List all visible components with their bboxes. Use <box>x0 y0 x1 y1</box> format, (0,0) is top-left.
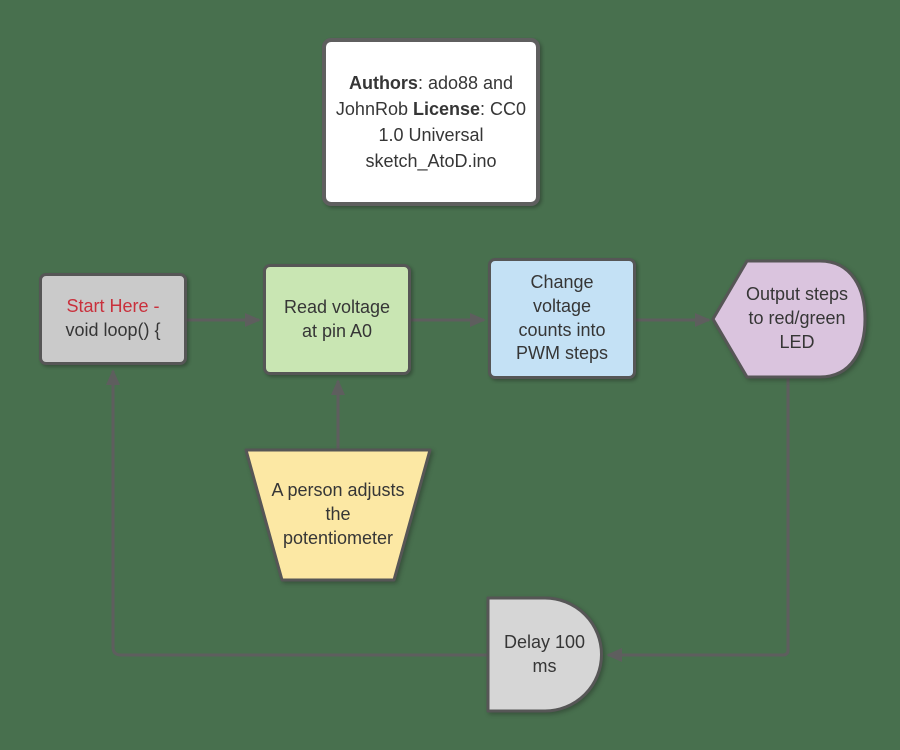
person-adjusts-trapezoid-shape <box>244 448 432 582</box>
start-node: Start Here - void loop() { <box>39 273 187 365</box>
delay-label-line: ms <box>532 655 557 676</box>
change-counts-label-line: counts into <box>518 319 606 340</box>
read-voltage-label-line: Read voltage <box>283 296 391 317</box>
authors-label: Authors <box>348 72 418 93</box>
credits-card: Authors: ado88 and JohnRob License: CC0 … <box>322 38 540 206</box>
credits-text: Authors: ado88 and JohnRob License: CC0 … <box>333 70 529 174</box>
change-counts-label-line: voltage <box>532 295 592 316</box>
read-voltage-node: Read voltage at pin A0 <box>263 264 411 375</box>
delay-shape <box>486 596 603 713</box>
person-adjusts-label-line: potentiometer <box>282 527 394 548</box>
change-counts-label-line: PWM steps <box>515 343 608 364</box>
edge-output-led-to-delay <box>606 377 790 662</box>
output-led-node-label: Output steps to red/green LED <box>713 261 865 377</box>
license-value: : CC0 1.0 Universal <box>378 98 527 145</box>
start-node-title: Start Here - <box>66 296 160 317</box>
read-voltage-label-line: at pin A0 <box>301 320 373 341</box>
delay-node-label: Delay 100 ms <box>488 598 601 711</box>
output-led-label-line: LED <box>779 331 815 352</box>
license-label: License <box>413 98 481 119</box>
change-counts-label-line: Change <box>530 271 594 292</box>
delay-label-line: Delay 100 <box>503 631 586 652</box>
person-adjusts-label-line: A person adjusts <box>271 480 405 501</box>
output-led-label-line: Output steps <box>745 284 849 305</box>
change-counts-node: Change voltage counts into PWM steps <box>488 258 636 379</box>
output-led-display-shape <box>711 259 867 379</box>
authors-value: : ado88 and JohnRob <box>335 72 514 119</box>
person-adjusts-node-label: A person adjusts the potentiometer <box>246 450 430 580</box>
person-adjusts-label-line: the <box>325 504 351 525</box>
sketch-filename: sketch_AtoD.ino <box>365 151 497 172</box>
output-led-label-line: to red/green <box>748 308 846 329</box>
start-node-code: void loop() { <box>65 320 161 340</box>
edge-delay-to-start <box>106 369 488 657</box>
